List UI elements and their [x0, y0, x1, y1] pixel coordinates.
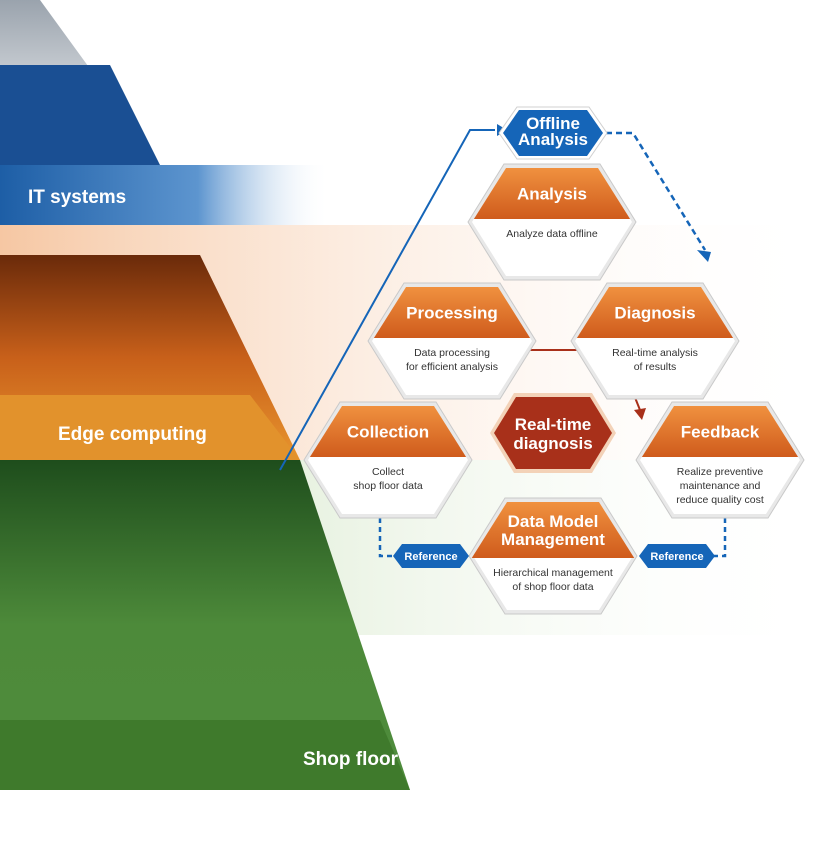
layer-label-shop-floor: Shop floor [303, 749, 399, 770]
hex-description: Real-time analysis [612, 347, 698, 359]
hex-header [471, 502, 635, 558]
badge-shape [393, 544, 469, 568]
hex-title: Analysis [517, 185, 587, 204]
center-title: diagnosis [513, 434, 592, 453]
hex-description: shop floor data [353, 480, 423, 492]
arrow-to-offline [279, 129, 495, 471]
layer-label-it-systems: IT systems [28, 187, 126, 208]
hex-title: Collection [347, 423, 429, 442]
badge-shape [639, 544, 715, 568]
hex-title: Diagnosis [614, 304, 695, 323]
hex-title: Data Model [508, 512, 599, 531]
it-layer-top [0, 65, 160, 165]
it-systems-layer [0, 165, 330, 225]
hex-description: for efficient analysis [406, 361, 498, 373]
hex-title: Feedback [681, 423, 760, 442]
hex-header [576, 287, 734, 338]
hex-description: Analyze data offline [506, 228, 598, 240]
layer-label-edge-computing: Edge computing [58, 424, 207, 445]
hex-description: of shop floor data [512, 581, 593, 593]
hex-description: reduce quality cost [676, 494, 764, 506]
hex-body [494, 397, 612, 469]
reference-badge: Reference [393, 544, 469, 568]
hex-description: Data processing [414, 347, 490, 359]
hex-title: Processing [406, 304, 498, 323]
edge-layer-face [0, 395, 300, 460]
reference-badge: Reference [639, 544, 715, 568]
reference-label: Reference [650, 551, 703, 563]
dashed-reference-left [378, 518, 400, 558]
hex-description: Collect [372, 466, 404, 478]
hex-header [641, 406, 799, 457]
hex-body [503, 110, 603, 156]
shop-floor-face [0, 720, 410, 790]
hex-description: Hierarchical management [493, 567, 613, 579]
shop-floor-layer [0, 460, 410, 790]
offline-title: Analysis [518, 130, 588, 149]
arrowhead-icon [634, 408, 646, 420]
hex-description: Realize preventive [677, 466, 764, 478]
hex-header [373, 287, 531, 338]
hex-header [309, 406, 467, 457]
reference-label: Reference [404, 551, 457, 563]
hex-header [473, 168, 631, 219]
center-title: Real-time [515, 415, 592, 434]
arrowhead-icon [697, 250, 711, 262]
hex-description: maintenance and [680, 480, 761, 492]
offline-title: Offline [526, 114, 580, 133]
hex-description: of results [634, 361, 677, 373]
hex-title: Management [501, 530, 605, 549]
